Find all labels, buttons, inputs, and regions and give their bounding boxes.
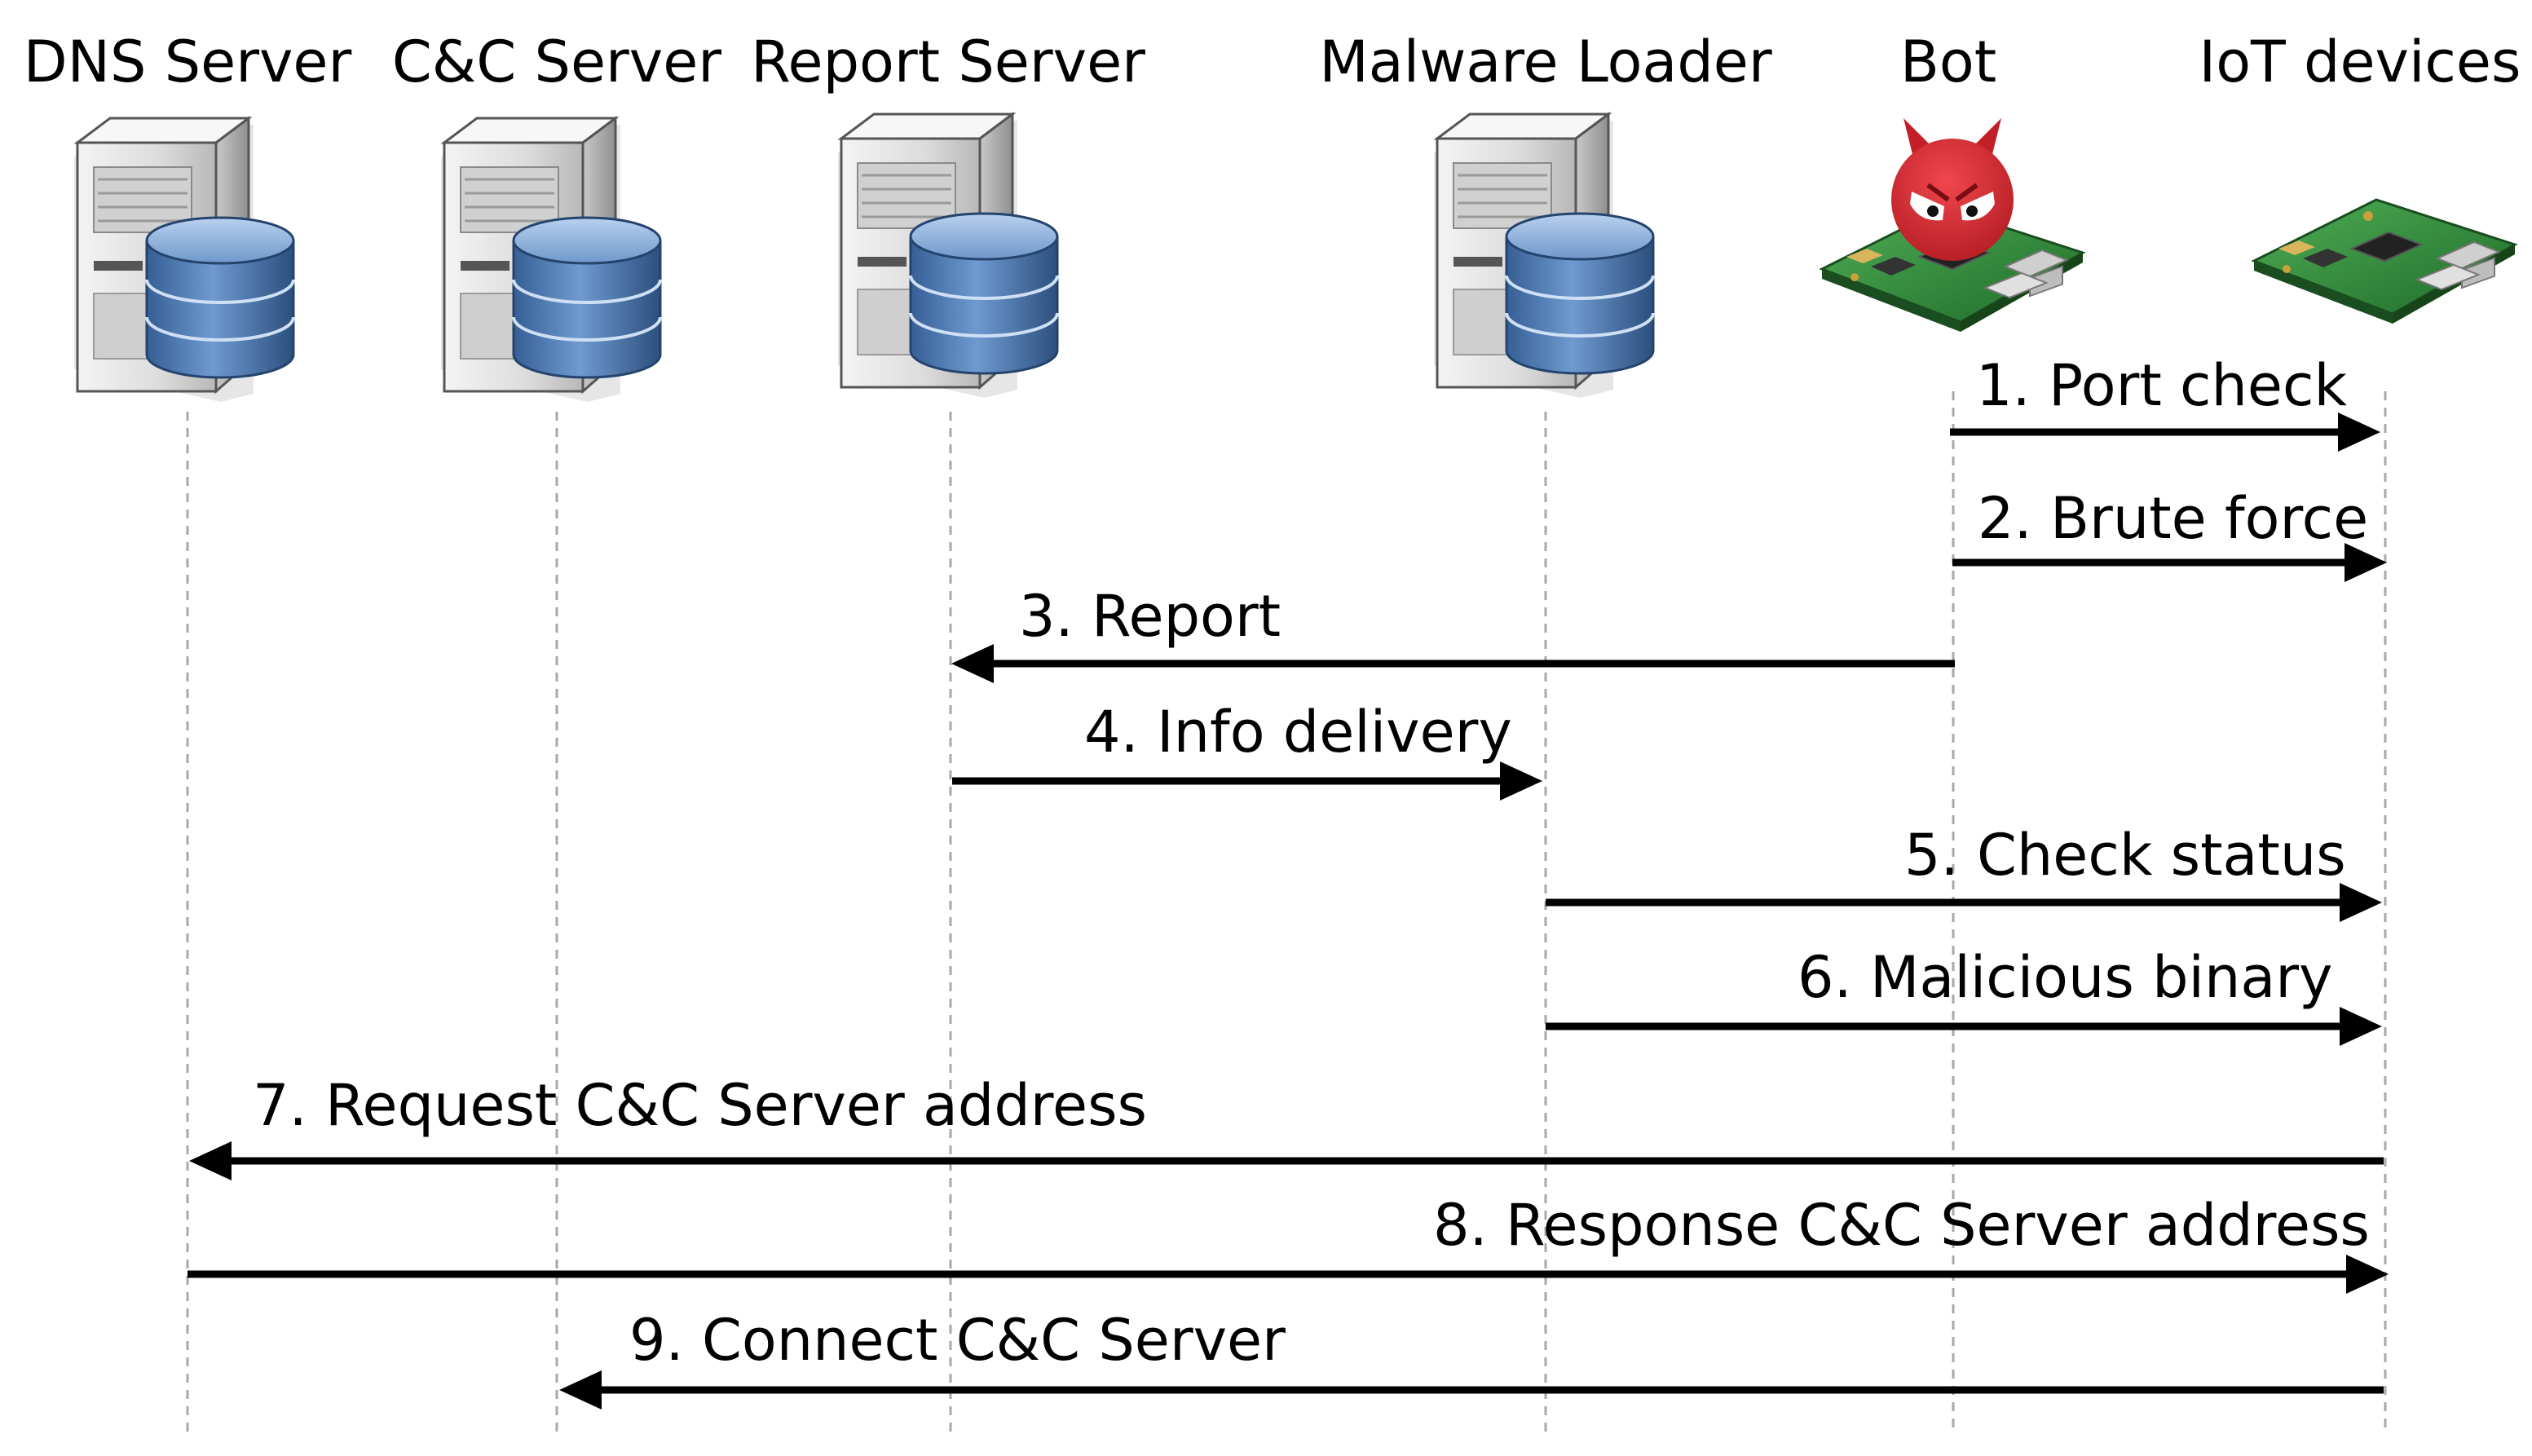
message-arrowhead-5 (2340, 883, 2382, 922)
message-label-5: 5. Check status (1904, 822, 2346, 889)
message-arrowhead-1 (2338, 413, 2380, 452)
dns-server-icon (73, 117, 295, 404)
cc-server-icon (439, 117, 662, 404)
message-arrowhead-7 (189, 1141, 232, 1180)
participant-label-dns-server: DNS Server (24, 29, 352, 95)
message-label-2: 2. Brute force (1978, 485, 2368, 552)
message-arrowhead-9 (559, 1370, 602, 1410)
message-arrowhead-3 (951, 644, 994, 683)
participant-label-report-server: Report Server (751, 29, 1145, 95)
iot-device-board-icon (2252, 198, 2517, 325)
message-label-9: 9. Connect C&C Server (629, 1307, 1286, 1374)
message-arrowhead-8 (2346, 1255, 2389, 1294)
malware-loader-server-icon (1432, 113, 1655, 399)
message-arrowhead-2 (2345, 543, 2387, 582)
message-label-8: 8. Response C&C Server address (1433, 1192, 2370, 1259)
message-arrowhead-6 (2340, 1007, 2382, 1046)
message-arrowhead-4 (1500, 761, 1542, 801)
message-label-1: 1. Port check (1976, 352, 2347, 419)
participant-label-cc-server: C&C Server (392, 29, 721, 95)
message-label-3: 3. Report (1019, 583, 1281, 650)
message-label-6: 6. Malicious binary (1798, 944, 2332, 1011)
message-label-7: 7. Request C&C Server address (253, 1072, 1147, 1139)
bot-infected-board-icon (1820, 118, 2084, 333)
message-label-4: 4. Info delivery (1084, 699, 1512, 766)
participant-label-bot: Bot (1900, 29, 1996, 95)
participant-label-iot-devices: IoT devices (2199, 29, 2521, 95)
report-server-icon (836, 113, 1059, 399)
participant-label-malware-loader: Malware Loader (1319, 29, 1771, 95)
